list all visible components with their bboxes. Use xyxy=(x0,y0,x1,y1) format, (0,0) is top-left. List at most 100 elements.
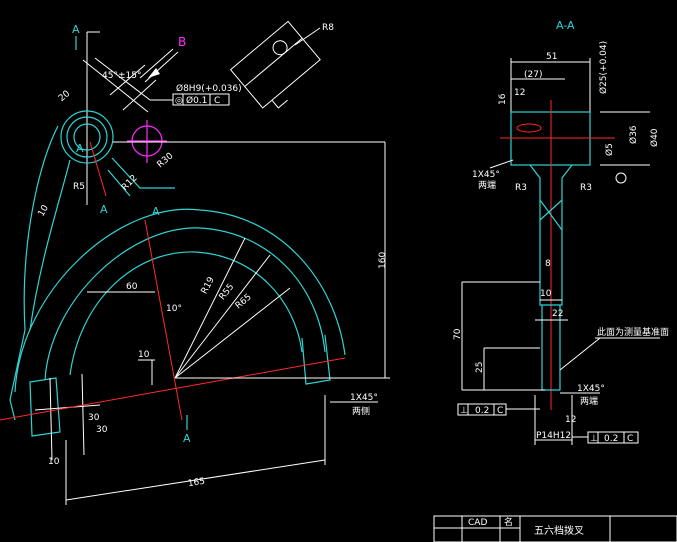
hub-outer xyxy=(60,110,114,164)
centre-line-h xyxy=(0,357,346,421)
dim-10b: 10 xyxy=(138,350,150,360)
s-chamfer-bot: 1X45° xyxy=(577,384,605,394)
dim-angle-top: 45°±15° xyxy=(102,71,141,81)
s-hatch xyxy=(539,199,563,231)
dim-r65: R65 xyxy=(234,292,254,311)
s-phi: Ø5 xyxy=(604,143,615,156)
dim-30a: 30 xyxy=(88,413,100,423)
s-chamfer-top-note: 两端 xyxy=(478,179,496,191)
leader xyxy=(294,27,321,46)
s-dim-p14-text: P14H12 xyxy=(536,431,571,441)
title-cell-a: CAD xyxy=(468,518,487,528)
b-arrow-head xyxy=(148,68,160,78)
hub-mid xyxy=(66,116,108,158)
s-chamfer-top: 1X45° xyxy=(472,170,500,180)
section-mark-a-top: A xyxy=(72,23,80,36)
s-hole-mark xyxy=(516,123,542,133)
fork-arc-inner xyxy=(69,251,303,376)
s-dim-70-text: 70 xyxy=(453,328,463,340)
s-stem-lower xyxy=(541,305,561,391)
s-dim-36: Ø36 xyxy=(628,125,639,144)
view-b-hole xyxy=(272,40,288,56)
arm-line xyxy=(82,59,149,113)
title-main: 五六档拨叉 xyxy=(534,524,584,537)
fork-inner-left xyxy=(29,159,71,331)
fork-tip-right xyxy=(301,334,331,385)
title-block xyxy=(433,515,677,542)
section-mark-a-bottom: A xyxy=(183,432,191,445)
tip-ext xyxy=(49,377,53,461)
s-tol-top: Ø25(+0.04) xyxy=(598,41,609,94)
arm-line xyxy=(122,79,157,111)
hub-neck2 xyxy=(107,169,131,197)
dim-160: 160 xyxy=(378,252,388,269)
dim-60: 60 xyxy=(126,282,138,292)
dim-165: 165 xyxy=(187,477,206,490)
b-arrow-line xyxy=(144,51,179,83)
frame-left-ref: C xyxy=(497,406,503,416)
frame-right-val: 0.2 xyxy=(604,434,618,444)
fork-tip-left xyxy=(29,377,61,437)
view-b-line xyxy=(244,37,303,87)
dim-r55: R55 xyxy=(218,282,237,302)
centre-line-v xyxy=(144,219,183,421)
hub-label-a: A xyxy=(76,142,84,155)
section-mark-b: B xyxy=(178,35,186,49)
s-phi-circle xyxy=(615,172,627,184)
dim-10c: 10 xyxy=(48,457,60,467)
dim-line-165 xyxy=(65,459,326,501)
title-cell-b: 名 xyxy=(504,516,513,528)
s-r3a: R3 xyxy=(515,183,527,193)
radial-r55 xyxy=(174,254,271,379)
dim-30b: 30 xyxy=(96,425,108,435)
arm-line xyxy=(109,64,146,96)
hole-tolerance: Ø8H9(+0.036) xyxy=(176,83,242,94)
s-dim-22: 22 xyxy=(552,309,563,319)
tip-ext xyxy=(81,373,85,456)
label-a-inner: A xyxy=(152,205,160,218)
frame-right-sym: ⊥ xyxy=(590,434,598,444)
arm-line xyxy=(94,57,151,101)
fork-outer-left xyxy=(9,125,59,421)
s-r3b: R3 xyxy=(580,183,592,193)
fork-arc-mid xyxy=(44,227,326,381)
s-dim-27-text: (27) xyxy=(524,70,542,80)
s-dim-8: 8 xyxy=(545,259,551,269)
tol-frame-ref: C xyxy=(214,96,220,106)
s-dim-10: 10 xyxy=(540,289,552,299)
s-dim-25-text: 25 xyxy=(475,362,485,373)
dim-angle-10: 10° xyxy=(166,304,182,314)
dim-20: 20 xyxy=(57,89,72,104)
dim-r5: R5 xyxy=(73,182,85,192)
label-a-mid: A xyxy=(100,203,108,216)
s-dim-12: 12 xyxy=(514,88,525,98)
hub-neck xyxy=(111,157,175,189)
dim-r12: R12 xyxy=(120,173,140,193)
view-b xyxy=(229,20,321,109)
s-dim-40: Ø40 xyxy=(649,128,660,147)
centre-line-hub xyxy=(89,141,107,197)
s-note: 此面为测量基准面 xyxy=(597,326,669,338)
radial-r19 xyxy=(174,237,246,379)
b-arrow-line2 xyxy=(139,48,174,79)
radial-r65 xyxy=(174,287,291,379)
s-dim-12b: 12 xyxy=(565,415,576,425)
frame-right-ref: C xyxy=(627,434,633,444)
fork-arc-outer xyxy=(14,208,346,393)
chamfer-left-note: 两侧 xyxy=(352,405,370,417)
frame-left-val: 0.2 xyxy=(475,406,489,416)
view-b-step xyxy=(271,99,288,109)
s-dim-16: 16 xyxy=(498,93,508,105)
dim-r8: R8 xyxy=(322,23,334,33)
leader xyxy=(489,159,514,169)
s-stem-upper xyxy=(529,164,573,306)
frame-left-sym: ⊥ xyxy=(460,406,468,416)
tol-frame-sym: ◎ xyxy=(175,96,183,106)
dim-r19: R19 xyxy=(200,275,217,296)
dim-10a: 10 xyxy=(37,203,52,218)
view-b-body xyxy=(229,20,321,109)
dim-r30: R30 xyxy=(156,151,176,170)
section-title-aa: A-A xyxy=(556,19,575,32)
s-chamfer-bot-note: 两端 xyxy=(580,395,598,407)
